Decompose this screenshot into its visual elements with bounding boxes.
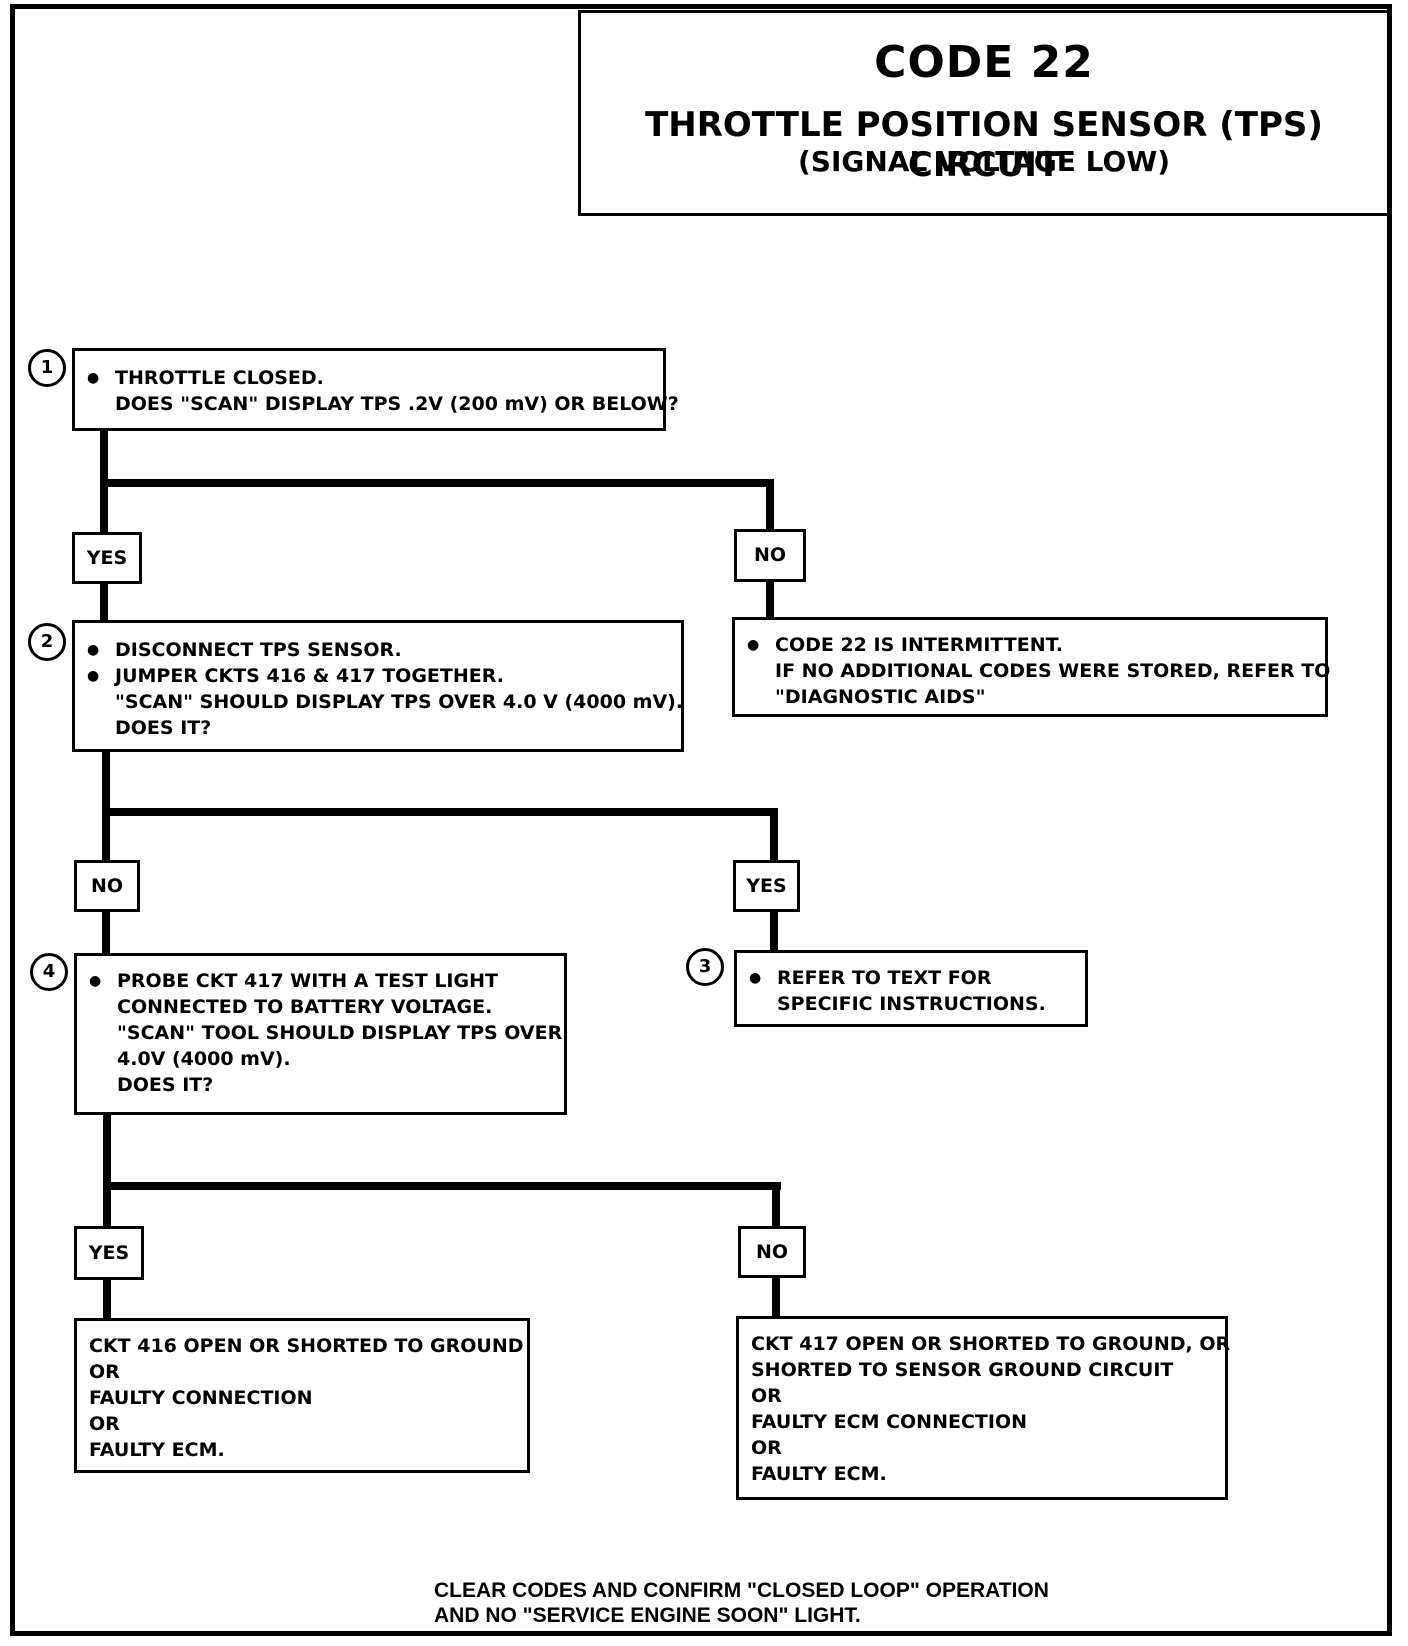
- result-no-box: CKT 417 OPEN OR SHORTED TO GROUND, OR SH…: [736, 1316, 1231, 1500]
- step-2-box: DISCONNECT TPS SENSOR. JUMPER CKTS 416 &…: [72, 620, 684, 752]
- step-text: 4.0V (4000 mV).: [117, 1048, 291, 1070]
- step-1-box: THROTTLE CLOSED. DOES "SCAN" DISPLAY TPS…: [72, 348, 679, 431]
- step-number-1: 1: [28, 349, 66, 387]
- connector: [766, 479, 774, 529]
- step-text: "SCAN" TOOL SHOULD DISPLAY TPS OVER: [117, 1022, 563, 1044]
- connector: [772, 1278, 780, 1320]
- step-3-box: REFER TO TEXT FOR SPECIFIC INSTRUCTIONS.: [734, 950, 1088, 1027]
- connector: [102, 910, 110, 954]
- result-text: OR: [751, 1385, 782, 1407]
- connector: [772, 1182, 780, 1228]
- branch-no-label: NO: [74, 860, 140, 912]
- result-text: FAULTY ECM CONNECTION: [751, 1411, 1027, 1433]
- step-4-box: PROBE CKT 417 WITH A TEST LIGHT CONNECTE…: [74, 953, 567, 1115]
- branch-yes-label: YES: [74, 1226, 144, 1280]
- branch-yes-label: YES: [72, 532, 142, 584]
- step-text: IF NO ADDITIONAL CODES WERE STORED, REFE…: [775, 660, 1331, 682]
- page-frame: [10, 4, 1392, 1636]
- step-text: DOES IT?: [117, 1074, 214, 1096]
- step-text: THROTTLE CLOSED.: [75, 365, 663, 391]
- footer-line: AND NO "SERVICE ENGINE SOON" LIGHT.: [434, 1604, 861, 1627]
- result-text: OR: [89, 1413, 120, 1435]
- connector: [103, 1113, 111, 1189]
- code-title: CODE 22: [874, 37, 1094, 88]
- step-text: "SCAN" SHOULD DISPLAY TPS OVER 4.0 V (40…: [115, 691, 684, 713]
- connector: [102, 808, 110, 860]
- step-text: CONNECTED TO BATTERY VOLTAGE.: [117, 996, 493, 1018]
- connector: [100, 479, 108, 532]
- condition-subtitle: (SIGNAL VOLTAGE LOW): [797, 145, 1171, 178]
- step-text: JUMPER CKTS 416 & 417 TOGETHER.: [75, 663, 681, 689]
- result-text: OR: [751, 1437, 782, 1459]
- footer-line: CLEAR CODES AND CONFIRM "CLOSED LOOP" OP…: [434, 1579, 1049, 1602]
- branch-yes-label: YES: [733, 860, 800, 912]
- connector: [102, 750, 110, 812]
- connector: [100, 479, 774, 487]
- connector: [770, 910, 778, 952]
- result-text: FAULTY ECM.: [751, 1463, 887, 1485]
- circuit-title: THROTTLE POSITION SENSOR (TPS) CIRCUIT: [645, 105, 1323, 185]
- result-yes-box: CKT 416 OPEN OR SHORTED TO GROUND OR FAU…: [74, 1318, 530, 1473]
- step-number-4: 4: [30, 953, 68, 991]
- step-number-2: 2: [28, 623, 66, 661]
- connector: [766, 580, 774, 619]
- result-text: CKT 416 OPEN OR SHORTED TO GROUND: [89, 1335, 524, 1357]
- step-text: DOES IT?: [115, 717, 212, 739]
- connector: [770, 808, 778, 860]
- step-text: DOES "SCAN" DISPLAY TPS .2V (200 mV) OR …: [115, 393, 679, 415]
- step-number-3: 3: [686, 948, 724, 986]
- connector: [100, 431, 108, 484]
- connector: [103, 1182, 111, 1228]
- step-text: SPECIFIC INSTRUCTIONS.: [777, 993, 1046, 1015]
- result-text: FAULTY ECM.: [89, 1439, 225, 1461]
- result-text: SHORTED TO SENSOR GROUND CIRCUIT: [751, 1359, 1174, 1381]
- connector: [102, 808, 778, 816]
- result-text: CKT 417 OPEN OR SHORTED TO GROUND, OR: [751, 1333, 1231, 1355]
- result-text: FAULTY CONNECTION: [89, 1387, 313, 1409]
- step-text: REFER TO TEXT FOR: [737, 965, 1085, 991]
- step-text: DISCONNECT TPS SENSOR.: [75, 637, 681, 663]
- connector: [100, 582, 108, 622]
- branch-no-label: NO: [734, 529, 806, 582]
- connector: [103, 1182, 781, 1190]
- result-text: OR: [89, 1361, 120, 1383]
- step-text: CODE 22 IS INTERMITTENT.: [735, 632, 1325, 658]
- connector: [103, 1278, 111, 1320]
- title-block: CODE 22 THROTTLE POSITION SENSOR (TPS) C…: [578, 10, 1390, 216]
- intermittent-box: CODE 22 IS INTERMITTENT. IF NO ADDITIONA…: [732, 617, 1331, 717]
- branch-no-label: NO: [738, 1226, 806, 1278]
- step-text: PROBE CKT 417 WITH A TEST LIGHT: [77, 968, 564, 994]
- step-text: "DIAGNOSTIC AIDS": [775, 686, 986, 708]
- footer-note: CLEAR CODES AND CONFIRM "CLOSED LOOP" OP…: [434, 1578, 1049, 1628]
